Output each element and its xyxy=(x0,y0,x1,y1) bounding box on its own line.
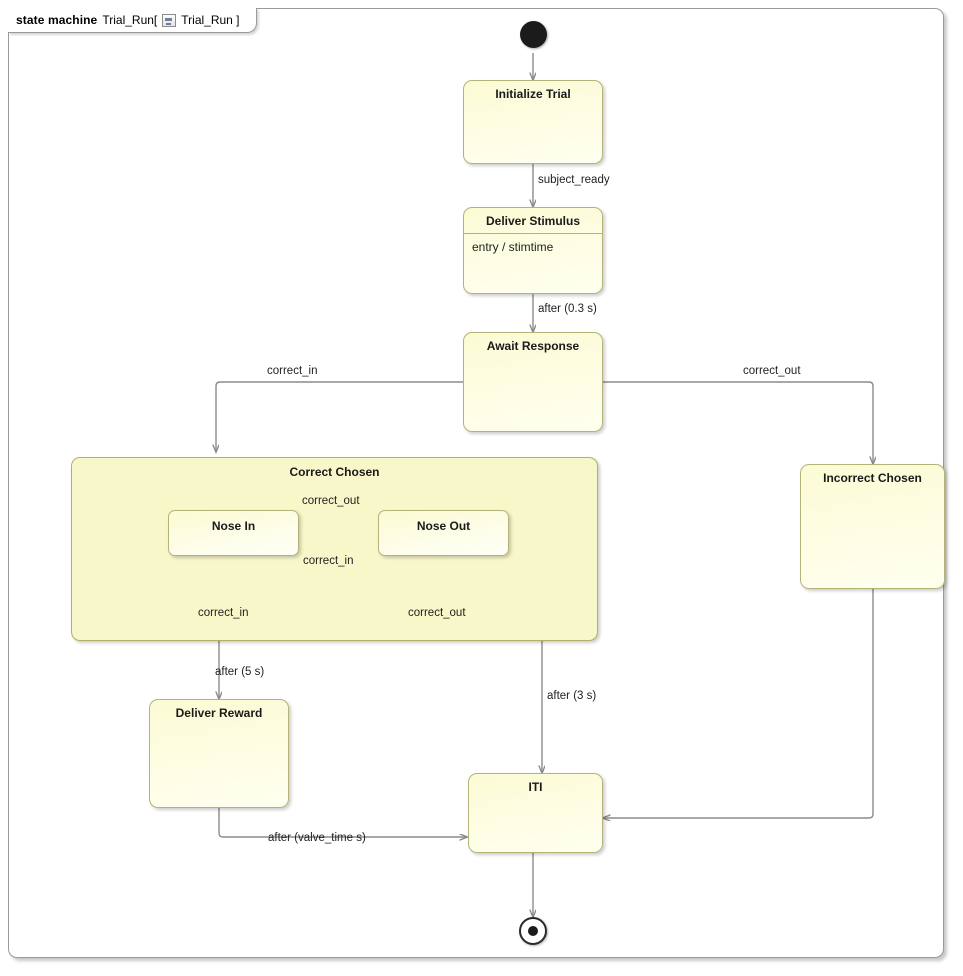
edge-label-noseout-self-loop: correct_out xyxy=(408,607,466,619)
state-entry-action: entry / stimtime xyxy=(472,240,554,254)
edge-label-after-5s: after (5 s) xyxy=(215,666,265,678)
state-await-response[interactable]: Await Response xyxy=(463,332,603,432)
substate-nose-out[interactable]: Nose Out xyxy=(378,510,509,556)
diagram-frame: Initialize Trial Deliver Stimulus entry … xyxy=(8,8,945,958)
edge-label-after-3s: after (3 s) xyxy=(547,690,597,702)
state-iti[interactable]: ITI xyxy=(468,773,603,853)
state-title: ITI xyxy=(528,780,543,794)
state-title: Deliver Stimulus xyxy=(464,208,602,234)
edge-label-nosein-to-noseout: correct_out xyxy=(302,495,360,507)
edge-label-nosein-self-loop: correct_in xyxy=(198,607,249,619)
state-title: Nose In xyxy=(211,519,256,533)
composite-state-correct-chosen[interactable]: Correct Chosen Nose In Nose Out xyxy=(71,457,598,641)
state-deliver-reward[interactable]: Deliver Reward xyxy=(149,699,289,808)
final-state[interactable] xyxy=(519,917,547,945)
state-title: Initialize Trial xyxy=(495,87,571,101)
state-title: Deliver Reward xyxy=(175,706,263,720)
frame-title-tab: state machine Trial_Run[ Trial_Run ] xyxy=(8,8,257,33)
edge-label-noseout-to-nosein: correct_in xyxy=(303,555,354,567)
initial-pseudostate[interactable] xyxy=(520,21,547,48)
edge-label-correct-in-left: correct_in xyxy=(267,365,318,377)
edge-label-after-03s: after (0.3 s) xyxy=(538,303,597,315)
state-deliver-stimulus[interactable]: Deliver Stimulus entry / stimtime xyxy=(463,207,603,294)
edge-label-after-valve-time: after (valve_time s) xyxy=(268,832,366,844)
state-machine-icon xyxy=(162,13,177,27)
frame-name: Trial_Run[ xyxy=(102,13,158,27)
state-initialize-trial[interactable]: Initialize Trial xyxy=(463,80,603,164)
state-title: Incorrect Chosen xyxy=(823,471,922,485)
state-title: Await Response xyxy=(486,339,580,353)
state-title: Nose Out xyxy=(416,519,471,533)
state-title: Correct Chosen xyxy=(289,465,380,479)
edge-label-correct-out-right: correct_out xyxy=(743,365,801,377)
frame-qualified-name: Trial_Run ] xyxy=(181,13,240,27)
frame-keyword: state machine xyxy=(16,13,98,27)
state-incorrect-chosen[interactable]: Incorrect Chosen xyxy=(800,464,945,589)
substate-nose-in[interactable]: Nose In xyxy=(168,510,299,556)
edge-label-subject-ready: subject_ready xyxy=(538,174,610,186)
